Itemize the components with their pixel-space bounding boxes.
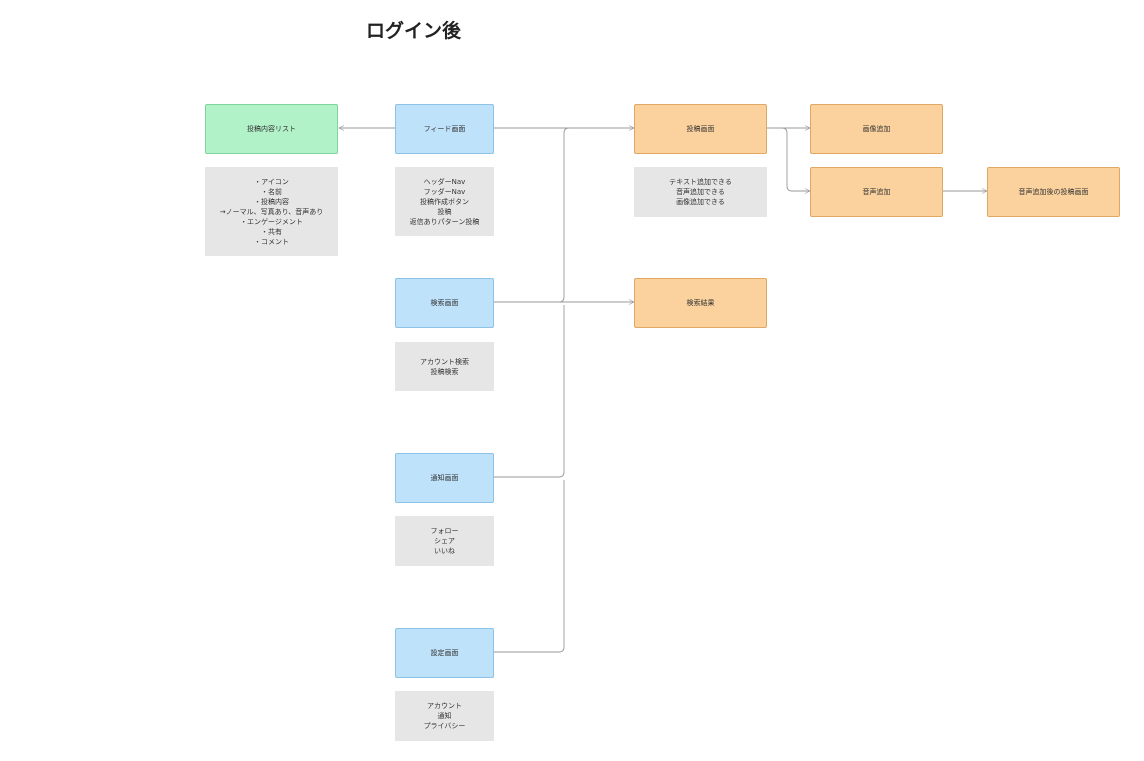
note-notification-screen: フォロー シェア いいね (395, 516, 494, 566)
note-line: アカウント検索 (420, 357, 469, 366)
node-notification-screen: 通知画面 (395, 453, 494, 503)
note-line: ヘッダーNav (423, 177, 466, 186)
note-line: シェア (434, 537, 455, 545)
node-feed-screen: フィード画面 (395, 104, 494, 154)
page-title: ログイン後 (366, 20, 462, 42)
note-line: ・投稿内容 (254, 197, 289, 206)
node-image-add: 画像追加 (810, 104, 943, 154)
note-line: ・アイコン (254, 177, 289, 186)
note-line: プライバシー (423, 722, 466, 730)
node-settings-screen: 設定画面 (395, 628, 494, 678)
note-line: ・名前 (261, 187, 282, 196)
node-search-result: 検索結果 (634, 278, 767, 328)
note-post-screen: テキスト追加できる 音声追加できる 画像追加できる (634, 167, 767, 217)
note-line: →ノーマル、写真あり、音声あり (219, 207, 324, 216)
note-settings-screen: アカウント 通知 プライバシー (395, 691, 494, 741)
note-post-list: ・アイコン ・名前 ・投稿内容 →ノーマル、写真あり、音声あり ・エンゲージメン… (205, 167, 338, 256)
note-line: いいね (434, 547, 455, 555)
edge-notify-to-post (494, 305, 565, 478)
note-line: ・共有 (261, 227, 282, 236)
note-line: 画像追加できる (676, 198, 725, 206)
node-after-audio-post-screen: 音声追加後の投稿画面 (987, 167, 1120, 217)
note-feed-screen: ヘッダーNav フッダーNav 投稿作成ボタン 投稿 返信ありパターン投稿 (395, 167, 494, 236)
note-line: 投稿 (437, 207, 452, 216)
note-line: 返信ありパターン投稿 (409, 217, 480, 226)
edge-search-to-post (494, 127, 570, 303)
note-line: フォロー (430, 527, 459, 535)
note-line: ・コメント (254, 237, 289, 246)
note-line: フッダーNav (423, 187, 466, 196)
note-line: 投稿検索 (430, 367, 459, 376)
note-line: 通知 (437, 712, 452, 720)
node-audio-add: 音声追加 (810, 167, 943, 217)
note-line: 音声追加できる (676, 188, 725, 196)
edge-settings-to-post (494, 480, 565, 653)
edge-post-to-audio (767, 127, 811, 194)
node-post-list: 投稿内容リスト (205, 104, 338, 154)
node-search-screen: 検索画面 (395, 278, 494, 328)
note-search-screen: アカウント検索 投稿検索 (395, 342, 494, 391)
note-line: 投稿作成ボタン (420, 197, 469, 206)
note-line: アカウント (427, 702, 462, 710)
note-line: ・エンゲージメント (240, 217, 303, 226)
note-line: テキスト追加できる (669, 178, 732, 186)
node-post-screen: 投稿画面 (634, 104, 767, 154)
